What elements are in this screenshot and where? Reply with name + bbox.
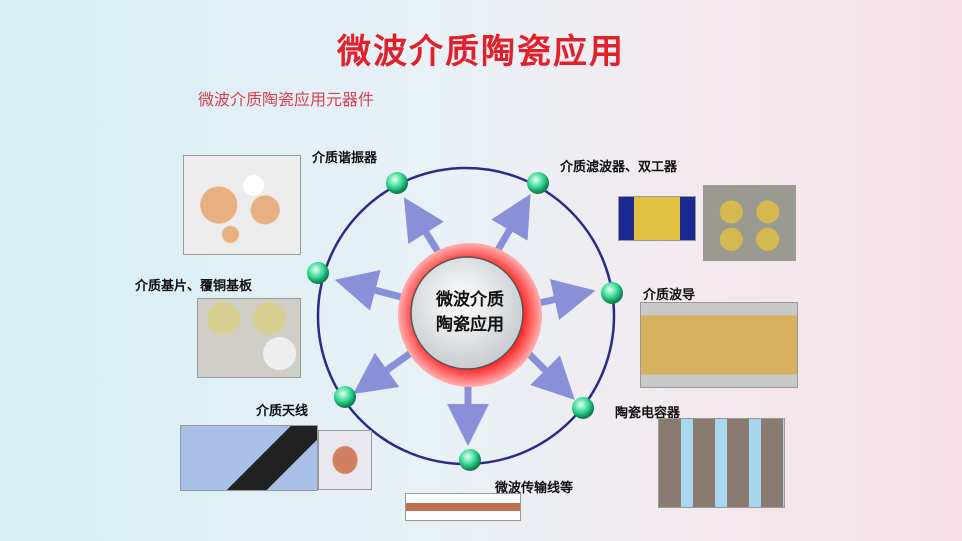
capacitor-image	[658, 418, 785, 508]
waveguide-image	[640, 302, 798, 388]
label-antenna: 介质天线	[256, 404, 309, 419]
page-title: 微波介质陶瓷应用	[337, 32, 625, 72]
node-resonator	[386, 172, 408, 194]
antenna-image-2	[318, 430, 372, 490]
label-waveguide: 介质波导	[643, 288, 696, 303]
node-capacitor	[572, 397, 594, 419]
center-label: 微波介质 陶瓷应用	[415, 288, 525, 338]
node-substrate	[307, 262, 329, 284]
resonator-image	[183, 155, 301, 255]
arrows	[334, 193, 596, 446]
node-filter	[527, 172, 549, 194]
filter-image-1	[618, 196, 696, 241]
label-transmission: 微波传输线等	[495, 481, 574, 496]
filter-image-2	[703, 185, 796, 261]
substrate-image	[197, 298, 301, 378]
transmission-line-image	[405, 493, 521, 521]
center-line-2: 陶瓷应用	[436, 315, 504, 335]
nodes	[307, 172, 623, 471]
label-resonator: 介质谐振器	[312, 151, 378, 166]
label-filter: 介质滤波器、双工器	[560, 160, 678, 175]
label-substrate: 介质基片、覆铜基板	[135, 279, 253, 294]
node-waveguide	[601, 282, 623, 304]
node-transmission	[459, 449, 481, 471]
antenna-image-1	[180, 425, 318, 491]
center-disc	[410, 256, 524, 370]
subtitle: 微波介质陶瓷应用元器件	[198, 90, 375, 109]
center-line-1: 微波介质	[436, 290, 504, 310]
label-capacitor: 陶瓷电容器	[615, 406, 681, 421]
node-antenna	[334, 386, 356, 408]
